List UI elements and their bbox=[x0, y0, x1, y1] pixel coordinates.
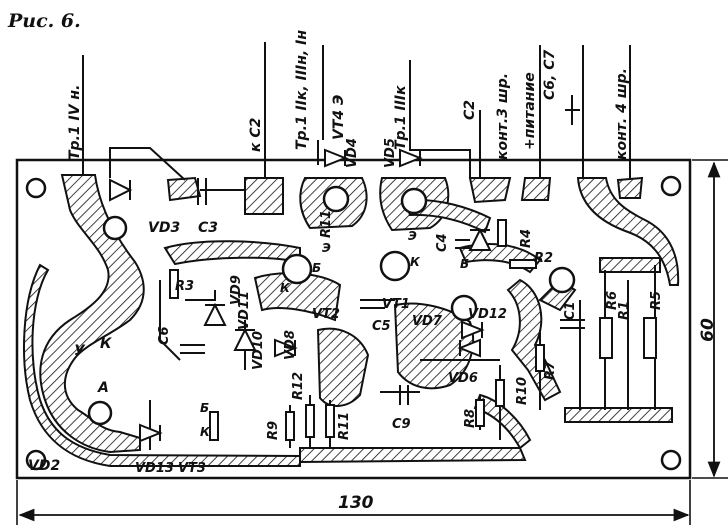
terminal-label: к С2 bbox=[248, 118, 264, 152]
component-label: R6 bbox=[605, 291, 620, 310]
component-label: C4 bbox=[435, 233, 450, 252]
component-label: VT1 bbox=[382, 297, 410, 312]
component-label: R5 bbox=[649, 291, 664, 310]
pin-label: Э bbox=[322, 241, 331, 255]
pin-label: Э bbox=[408, 229, 417, 243]
component-label: C9 bbox=[392, 417, 411, 432]
terminal-label: конт.3 шр. bbox=[495, 73, 511, 160]
terminal-label: Тр.1 IIIк bbox=[393, 85, 409, 150]
component-label: VD11 bbox=[237, 291, 252, 330]
terminal-label: +питание bbox=[522, 72, 538, 150]
component-label: VD9 bbox=[229, 275, 244, 305]
copper-areas bbox=[23, 174, 680, 467]
component-label: VD7 bbox=[412, 314, 443, 329]
terminal-label: конт. 4 шр. bbox=[614, 68, 630, 160]
component-label: C1 bbox=[563, 301, 578, 320]
pin-label: К bbox=[280, 281, 291, 295]
component-label: VD12 bbox=[468, 307, 507, 322]
component-label: R2 bbox=[534, 251, 553, 266]
terminal-label: Тр.1 IV н. bbox=[67, 85, 83, 160]
component-label: R11 bbox=[337, 412, 352, 440]
component-label: VD4 bbox=[345, 138, 360, 168]
pin-label: К bbox=[100, 336, 112, 352]
pin-label: К bbox=[200, 425, 211, 439]
component-label: R1 bbox=[617, 301, 632, 320]
figure-caption: Рис. 6. bbox=[8, 10, 81, 32]
pin-label: Б bbox=[460, 257, 469, 271]
component-label: VD10 bbox=[251, 331, 266, 370]
terminal-label: Тр.1 IIк, IIIн, Iн bbox=[294, 30, 310, 150]
pin-label: Б bbox=[312, 261, 321, 275]
component-label: VT3 bbox=[178, 461, 206, 476]
component-label: C6 bbox=[157, 326, 172, 345]
component-label: R3 bbox=[175, 279, 194, 294]
diodes bbox=[109, 148, 492, 443]
component-labels: VD3 C3 VD4 VD5 C4 R4 R2 R3 VD9 C6 VT2 VT… bbox=[28, 138, 664, 476]
width-dimension: 130 bbox=[338, 493, 374, 513]
terminal-wires bbox=[82, 42, 631, 178]
component-label: R7 bbox=[543, 360, 558, 380]
terminal-label: С6, С7 bbox=[542, 50, 558, 100]
component-label: VD13 bbox=[135, 461, 174, 476]
terminal-labels: Тр.1 IV н. к С2 Тр.1 IIк, IIIн, Iн VT4 Э… bbox=[67, 30, 630, 160]
component-label: VT2 bbox=[312, 307, 340, 322]
component-label: R11 bbox=[319, 210, 334, 238]
component-label: R10 bbox=[515, 377, 530, 405]
component-label: R8 bbox=[463, 409, 478, 428]
pin-label: У bbox=[74, 343, 86, 359]
component-label: C5 bbox=[372, 319, 391, 334]
pin-label: А bbox=[97, 380, 109, 396]
height-dimension: 60 bbox=[698, 318, 718, 342]
component-label: VD5 bbox=[383, 138, 398, 168]
pin-labels: Б К Э У К А Б К Э Б К bbox=[74, 229, 469, 439]
component-label: R9 bbox=[266, 421, 281, 440]
component-label: R12 bbox=[291, 372, 306, 400]
dimension-lines bbox=[16, 159, 728, 525]
component-label: VD2 bbox=[28, 458, 60, 474]
component-label: VD8 bbox=[283, 330, 298, 360]
mounting-holes bbox=[25, 175, 682, 471]
pin-label: Б bbox=[200, 401, 209, 415]
component-label: C3 bbox=[198, 220, 218, 236]
components bbox=[169, 178, 657, 441]
component-label: VD6 bbox=[448, 371, 478, 386]
component-label: R4 bbox=[519, 229, 534, 248]
component-label: VD3 bbox=[148, 220, 180, 236]
pin-label: К bbox=[410, 255, 421, 269]
terminal-label: VT4 Э bbox=[331, 95, 347, 140]
terminal-label: С2 bbox=[462, 100, 478, 120]
